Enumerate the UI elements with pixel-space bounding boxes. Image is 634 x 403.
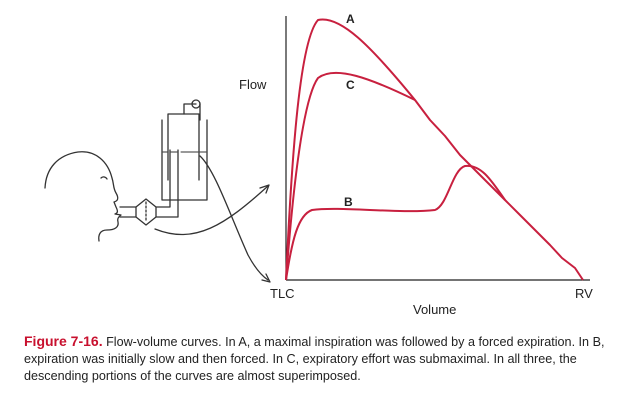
eye-detail (100, 176, 108, 180)
curves (285, 18, 584, 281)
spirometer-tube (155, 149, 179, 218)
arrow-to-curve-head (259, 184, 270, 194)
x-tick-rv: RV (575, 286, 593, 301)
curve-label-c: C (346, 78, 355, 92)
spirometer-bell (167, 113, 200, 181)
mouthpiece-tube (119, 206, 137, 218)
curve-label-a: A (346, 12, 355, 26)
y-axis-label: Flow (239, 77, 267, 92)
pulley-line (183, 103, 197, 115)
caption-text: Flow-volume curves. In A, a maximal insp… (24, 335, 605, 383)
arrow-to-tlc (199, 155, 269, 281)
curve-label-b: B (344, 195, 353, 209)
x-tick-tlc: TLC (270, 286, 295, 301)
axes (285, 16, 590, 281)
arrow-to-tlc-head (261, 273, 271, 283)
head-profile (44, 151, 122, 242)
curve-c (285, 71, 416, 281)
curve-b (285, 164, 506, 281)
figure-caption: Figure 7-16. Flow-volume curves. In A, a… (24, 333, 624, 385)
x-axis-label: Volume (413, 302, 456, 317)
flow-volume-diagram: Flow Volume TLC RV A C B (44, 12, 593, 317)
figure-number: Figure 7-16. (24, 333, 103, 349)
arrow-to-curve (154, 185, 269, 236)
subject-spirometer-illustration (44, 99, 271, 283)
curve-a (285, 18, 584, 281)
spirometer-outer (161, 119, 208, 201)
